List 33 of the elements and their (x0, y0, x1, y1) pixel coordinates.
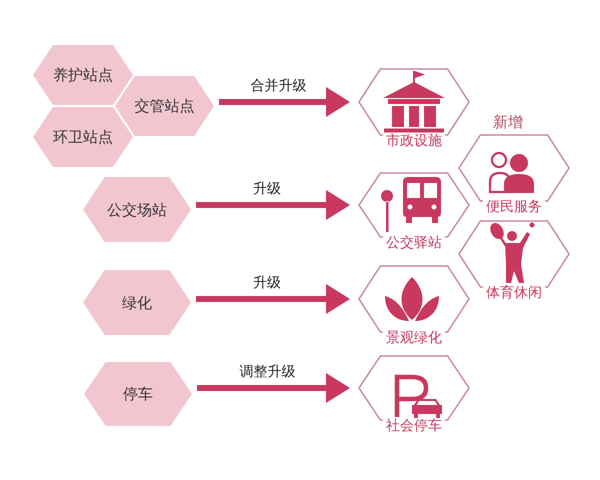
hexagon-label: 公交场站 (107, 200, 167, 218)
note-label: 新增 (493, 113, 523, 131)
hexagon (358, 68, 470, 148)
hexagon (84, 362, 192, 426)
hexagon-label: 体育休闲 (483, 285, 545, 302)
hexagon-label: 交管站点 (134, 97, 194, 115)
hexagon-label: 环卫站点 (53, 128, 113, 146)
edge-label: 调整升级 (238, 364, 298, 381)
hexagon-label: 停车 (123, 385, 153, 403)
arrow (219, 87, 350, 117)
hexagon (358, 355, 470, 433)
hexagon (458, 220, 570, 300)
hexagon-label: 养护站点 (53, 66, 113, 84)
hexagon-label: 便民服务 (483, 199, 545, 216)
arrow (197, 373, 350, 403)
hexagon (458, 134, 570, 214)
hexagon (358, 172, 470, 250)
hexagon (83, 270, 191, 335)
hexagon (33, 107, 133, 167)
hexagon-label: 市政设施 (383, 133, 445, 150)
hexagon-label: 社会停车 (383, 418, 445, 435)
hexagon (83, 177, 191, 242)
edge-label: 升级 (251, 275, 283, 292)
arrow (196, 190, 350, 220)
hexagon-label: 绿化 (122, 294, 152, 312)
edge-label: 升级 (251, 181, 283, 198)
hexagon (33, 45, 133, 105)
hexagon-label: 公交驿站 (383, 235, 445, 252)
hexagon (115, 76, 214, 136)
edge-label: 合并升级 (248, 78, 308, 95)
hexagon-label: 景观绿化 (383, 330, 445, 347)
hexagon (358, 265, 470, 345)
arrow (196, 284, 350, 314)
